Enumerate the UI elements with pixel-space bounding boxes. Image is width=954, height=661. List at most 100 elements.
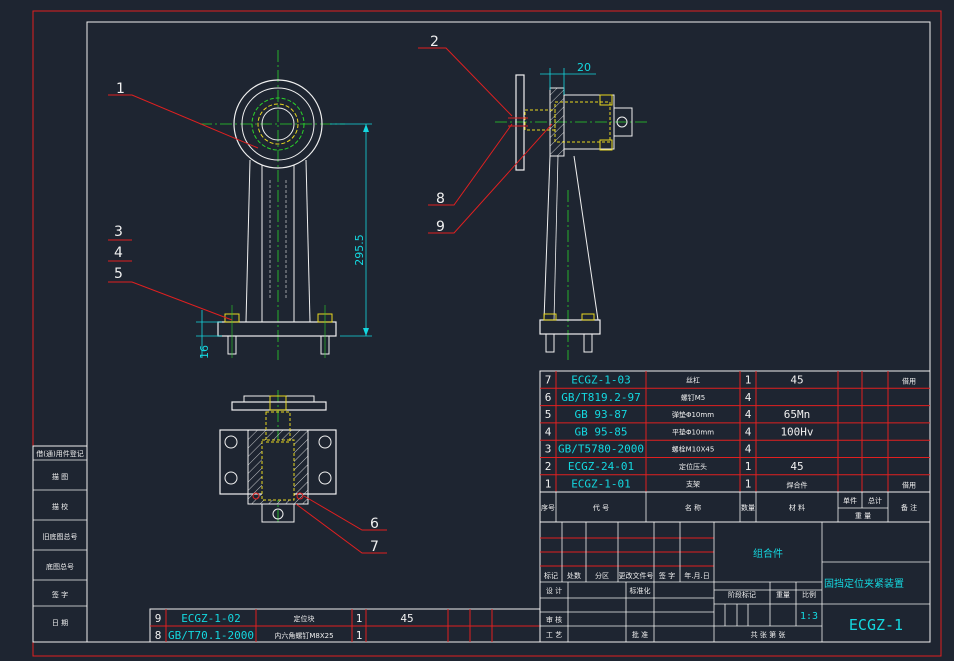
bom-row-no: 5 [545, 408, 552, 421]
bom-header: 序号 代 号 名 称 数量 材 料 单件 总计 重 量 备 注 [539, 491, 931, 523]
balloon-6: 6 [370, 516, 379, 532]
left-col-5: 签 字 [52, 590, 68, 599]
left-col-4: 底图总号 [46, 562, 74, 571]
front-view [200, 50, 345, 360]
bom-row-qty: 1 [745, 477, 752, 490]
bom-row-qty: 4 [745, 425, 752, 438]
bom-row-no: 3 [545, 443, 552, 456]
bom-h-total: 总计 [868, 496, 882, 505]
dimension-height-text: 295.5 [353, 234, 366, 266]
bom-row-code: ECGZ-1-01 [571, 477, 631, 490]
bom-lower-qty: 1 [356, 612, 363, 625]
left-col-0: 借(通)用件登记 [36, 449, 83, 458]
bom-h-note: 备 注 [901, 503, 917, 512]
bom-row-material: 65Mn [784, 408, 811, 421]
bom-h-qty: 数量 [741, 503, 755, 512]
bom-row-code: GB 95-85 [575, 425, 628, 438]
tb-standardize: 标准化 [630, 586, 651, 595]
tb-scale: 1:3 [800, 611, 818, 622]
tb-rev-date: 年.月.日 [684, 571, 709, 580]
balloon-8: 8 [436, 191, 445, 207]
balloon-3: 3 [114, 224, 123, 240]
bom-row-name: 丝杠 [686, 376, 700, 385]
bom-h-unit: 单件 [843, 496, 857, 505]
bom-lower-name: 内六角螺钉M8X25 [274, 631, 333, 640]
tb-rev-sign: 签 字 [659, 571, 675, 580]
bom-row-code: ECGZ-24-01 [568, 460, 634, 473]
bom-lower-qty: 1 [356, 629, 363, 642]
bom-lower-no: 9 [155, 612, 162, 625]
bom-row-code: GB 93-87 [575, 408, 628, 421]
side-view [495, 74, 650, 360]
bom-lower-code: GB/T70.1-2000 [168, 629, 254, 642]
left-col-3: 旧底图总号 [43, 532, 78, 541]
balloon-5: 5 [114, 266, 123, 282]
tb-assembly: 组合件 [753, 547, 783, 560]
balloon-9: 9 [436, 219, 445, 235]
tb-approve: 批 准 [632, 630, 648, 639]
bom-row-note: 借用 [902, 377, 916, 386]
balloon-7: 7 [370, 539, 379, 555]
left-registration-column: 借(通)用件登记 描 图 描 校 旧底图总号 底图总号 签 字 日 期 [32, 445, 88, 643]
tb-stage-mark: 阶段标记 [728, 590, 756, 599]
bom-row-no: 2 [545, 460, 552, 473]
tb-rev-mark: 标记 [544, 571, 558, 580]
balloon-4: 4 [114, 245, 123, 261]
bom-row-name: 支架 [686, 479, 700, 488]
bom-row-code: GB/T819.2-97 [561, 391, 640, 404]
bom-row-name: 定位压头 [679, 462, 707, 471]
tb-review: 审 核 [546, 615, 562, 624]
tb-drawing-no: ECGZ-1 [849, 616, 903, 634]
bom-row-qty: 4 [745, 408, 752, 421]
dimension-base-text: 16 [198, 345, 211, 359]
tb-scale-label: 比例 [802, 590, 816, 599]
dimension-base: 16 [196, 310, 222, 359]
leader-lines [108, 47, 553, 554]
bom-h-name: 名 称 [685, 503, 701, 512]
title-block: 标记 处数 分区 更改文件号 签 字 年.月.日 设 计 标准化 审 核 工 艺… [539, 521, 931, 643]
bom-lower-name: 定位块 [294, 614, 315, 623]
bom-row-qty: 1 [745, 374, 752, 387]
bom-row-code: ECGZ-1-03 [571, 374, 631, 387]
bom-row-material: 100Hv [780, 425, 813, 438]
bom-h-seq: 序号 [541, 503, 555, 512]
dimension-height: 295.5 [330, 123, 372, 337]
tb-drawing-title: 固挡定位夹紧装置 [824, 577, 904, 590]
bom-row-no: 6 [545, 391, 552, 404]
bom-h-weight: 重 量 [855, 512, 871, 520]
bom-row-name: 螺栓M10X45 [672, 445, 715, 454]
balloon-1: 1 [116, 81, 125, 97]
bom-row-no: 1 [545, 477, 552, 490]
outer-frame [32, 10, 942, 657]
tb-weight: 重量 [776, 591, 790, 599]
tb-design: 设 计 [546, 586, 562, 595]
bom-row-name: 弹垫Φ10mm [672, 410, 714, 419]
tb-rev-count: 处数 [567, 571, 581, 580]
tb-sheets: 共 张 第 张 [751, 630, 786, 639]
bom-row-code: GB/T5780-2000 [558, 443, 644, 456]
inner-frame [86, 21, 931, 643]
bom-lower-material: 45 [400, 612, 413, 625]
bom-lower-no: 8 [155, 629, 162, 642]
tb-rev-zone: 分区 [595, 571, 609, 580]
left-col-2: 描 校 [52, 502, 68, 511]
bom-row-qty: 4 [745, 391, 752, 404]
balloon-2: 2 [430, 34, 439, 50]
bom-row-material: 45 [790, 460, 803, 473]
bom-row-no: 4 [545, 425, 552, 438]
bom-row-qty: 1 [745, 460, 752, 473]
bom-h-material: 材 料 [789, 503, 805, 512]
bom-h-code: 代 号 [593, 503, 609, 512]
left-col-1: 描 图 [52, 472, 68, 481]
dimension-width: 20 [540, 61, 596, 95]
tb-process: 工 艺 [546, 631, 562, 639]
top-view [219, 390, 337, 525]
bom-row-material: 45 [790, 374, 803, 387]
bom-row-qty: 4 [745, 443, 752, 456]
bom-row-name: 螺钉M5 [681, 393, 706, 402]
bom-row-note: 借用 [902, 480, 916, 489]
balloon-labels: 1 2 3 4 5 6 7 8 9 [114, 34, 445, 555]
